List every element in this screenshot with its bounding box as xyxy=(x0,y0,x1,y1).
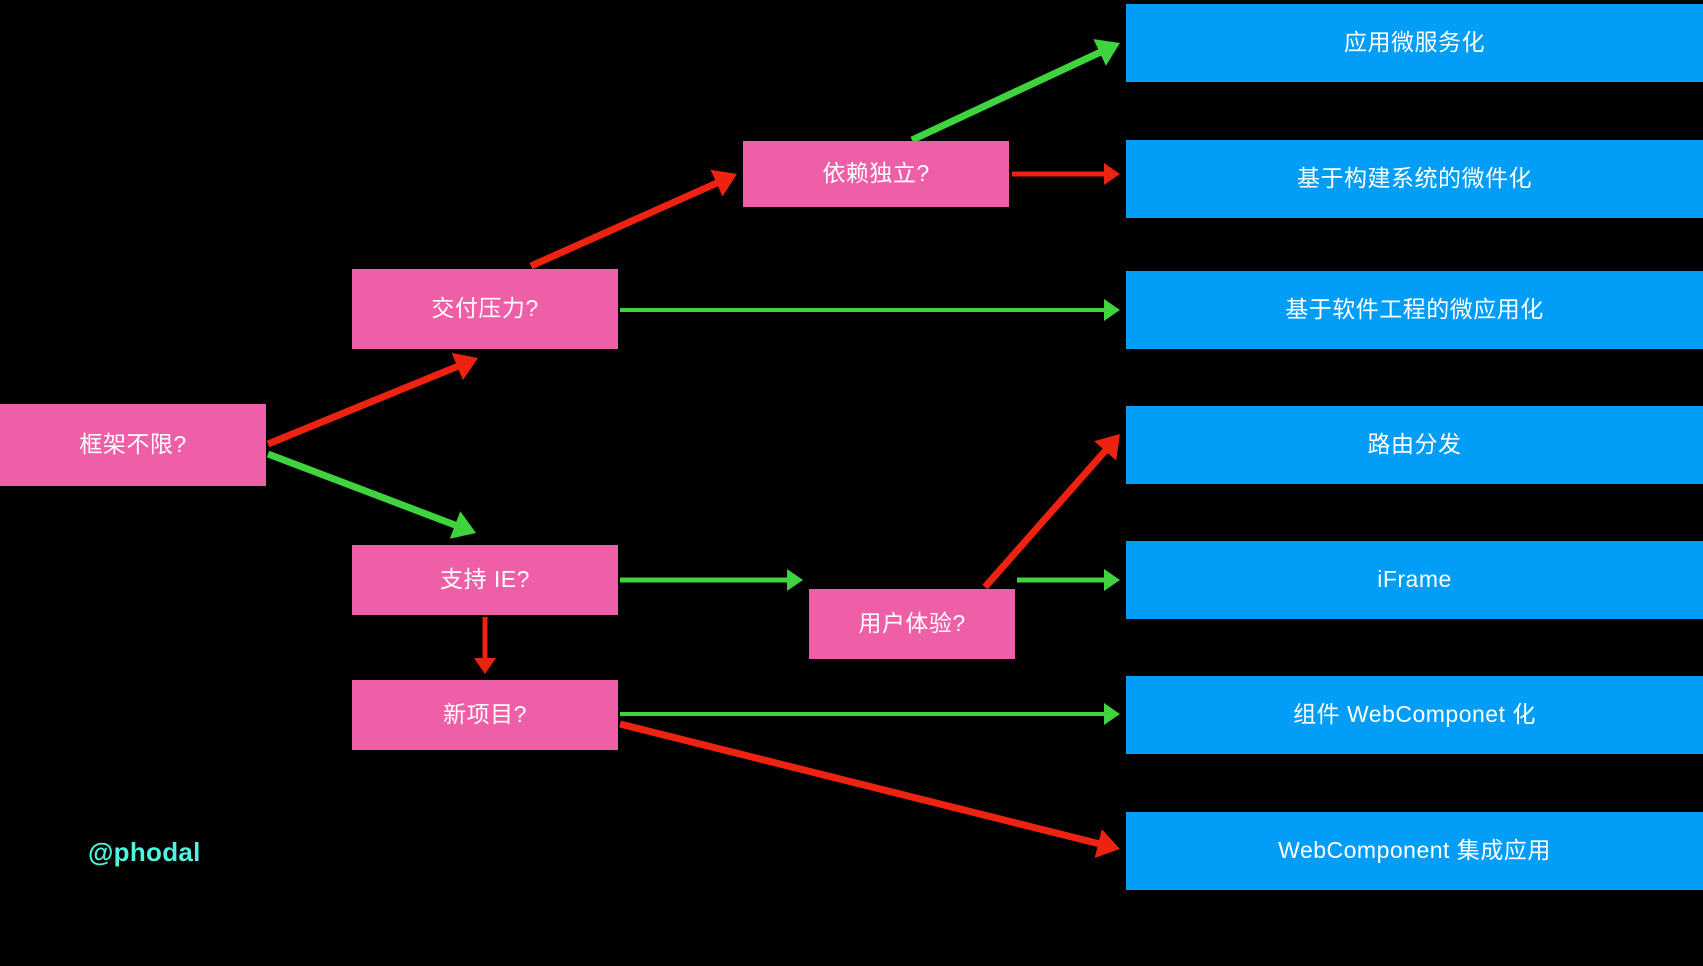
node-route-dispatch[interactable]: 路由分发 xyxy=(1126,406,1703,484)
node-label: 支持 IE? xyxy=(440,566,530,593)
node-web-component-ization[interactable]: 组件 WebComponet 化 xyxy=(1126,676,1703,754)
watermark-phodal: @phodal xyxy=(88,837,201,867)
node-new-project[interactable]: 新项目? xyxy=(352,680,618,750)
node-delivery-pressure[interactable]: 交付压力? xyxy=(352,269,618,349)
edge-shaft xyxy=(266,361,462,448)
edge-arrowhead xyxy=(449,511,476,539)
edge-shaft xyxy=(266,450,460,530)
edge-shaft xyxy=(529,178,722,270)
node-label: 依赖独立? xyxy=(822,160,930,187)
edge-arrowhead xyxy=(787,569,803,591)
edge-arrowhead xyxy=(1104,163,1120,185)
edge-ie-to-new-project xyxy=(474,617,496,674)
edge-ux-to-route-dispatch xyxy=(982,434,1120,590)
edge-arrowhead xyxy=(1093,39,1120,66)
node-label: iFrame xyxy=(1377,566,1452,593)
edge-delivery-to-software-engineering xyxy=(620,299,1120,321)
node-label: 新项目? xyxy=(443,701,527,728)
edge-arrowhead xyxy=(1094,434,1120,461)
node-iframe[interactable]: iFrame xyxy=(1126,541,1703,619)
node-label: WebComponent 集成应用 xyxy=(1278,837,1551,864)
edge-shaft xyxy=(619,720,1103,848)
edge-new-project-to-webcomponent xyxy=(620,703,1120,725)
edge-ux-to-iframe xyxy=(1017,569,1120,591)
node-framework-agnostic[interactable]: 框架不限? xyxy=(0,404,266,486)
edge-arrowhead xyxy=(451,352,478,381)
edge-arrowhead xyxy=(474,658,496,674)
node-label: 应用微服务化 xyxy=(1344,29,1485,56)
node-software-engineering-micro-apps[interactable]: 基于软件工程的微应用化 xyxy=(1126,271,1703,349)
node-label: 路由分发 xyxy=(1367,431,1462,458)
edge-arrowhead xyxy=(710,169,737,197)
edge-arrowhead xyxy=(1104,569,1120,591)
node-web-component-integration[interactable]: WebComponent 集成应用 xyxy=(1126,812,1703,890)
edge-arrowhead xyxy=(1104,299,1120,321)
edge-arrowhead xyxy=(1104,703,1120,725)
node-label: 用户体验? xyxy=(858,610,966,637)
node-dependency-independent[interactable]: 依赖独立? xyxy=(743,141,1009,207)
edge-ie-to-user-experience xyxy=(620,569,803,591)
node-label: 基于软件工程的微应用化 xyxy=(1285,296,1544,323)
edge-new-project-to-integration xyxy=(619,720,1120,858)
node-app-microservices[interactable]: 应用微服务化 xyxy=(1126,4,1703,82)
edge-shaft xyxy=(982,445,1111,590)
edge-delivery-to-dependency xyxy=(529,169,737,270)
edge-dependency-to-build-system xyxy=(1012,163,1120,185)
edge-shaft xyxy=(910,47,1105,144)
edge-arrowhead xyxy=(1094,829,1120,858)
node-build-system-micro-widgets[interactable]: 基于构建系统的微件化 xyxy=(1126,140,1703,218)
node-label: 组件 WebComponet 化 xyxy=(1293,701,1536,728)
node-label: 框架不限? xyxy=(79,431,187,458)
node-label: 交付压力? xyxy=(431,295,539,322)
node-label: 基于构建系统的微件化 xyxy=(1297,165,1532,192)
node-user-experience[interactable]: 用户体验? xyxy=(809,589,1015,659)
edge-framework-to-ie xyxy=(266,450,476,539)
edge-dependency-to-app-microservices xyxy=(910,39,1120,144)
node-support-ie[interactable]: 支持 IE? xyxy=(352,545,618,615)
edge-framework-to-delivery xyxy=(266,352,478,448)
